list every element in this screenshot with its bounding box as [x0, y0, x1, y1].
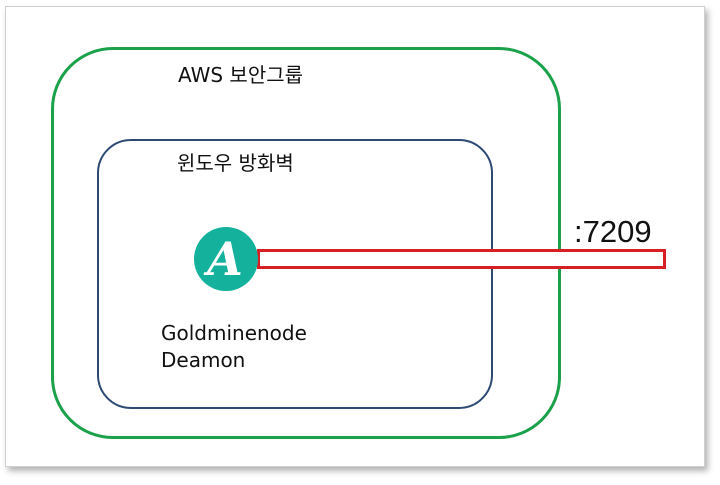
aws-security-group-label: AWS 보안그룹	[178, 63, 304, 87]
logo-circle	[194, 227, 258, 291]
daemon-label-line-1: Goldminenode	[161, 321, 307, 345]
windows-firewall-label: 윈도우 방화벽	[177, 151, 294, 175]
windows-firewall-box	[97, 139, 493, 409]
daemon-label-line-2: Deamon	[161, 348, 246, 372]
goldminenode-logo-icon: A	[194, 227, 258, 291]
aws-security-group-box	[51, 47, 561, 439]
port-label: :7209	[574, 214, 652, 249]
daemon-label: Goldminenode Deamon	[161, 320, 307, 374]
port-connection-bar	[257, 249, 666, 269]
logo-letter: A	[203, 232, 243, 286]
